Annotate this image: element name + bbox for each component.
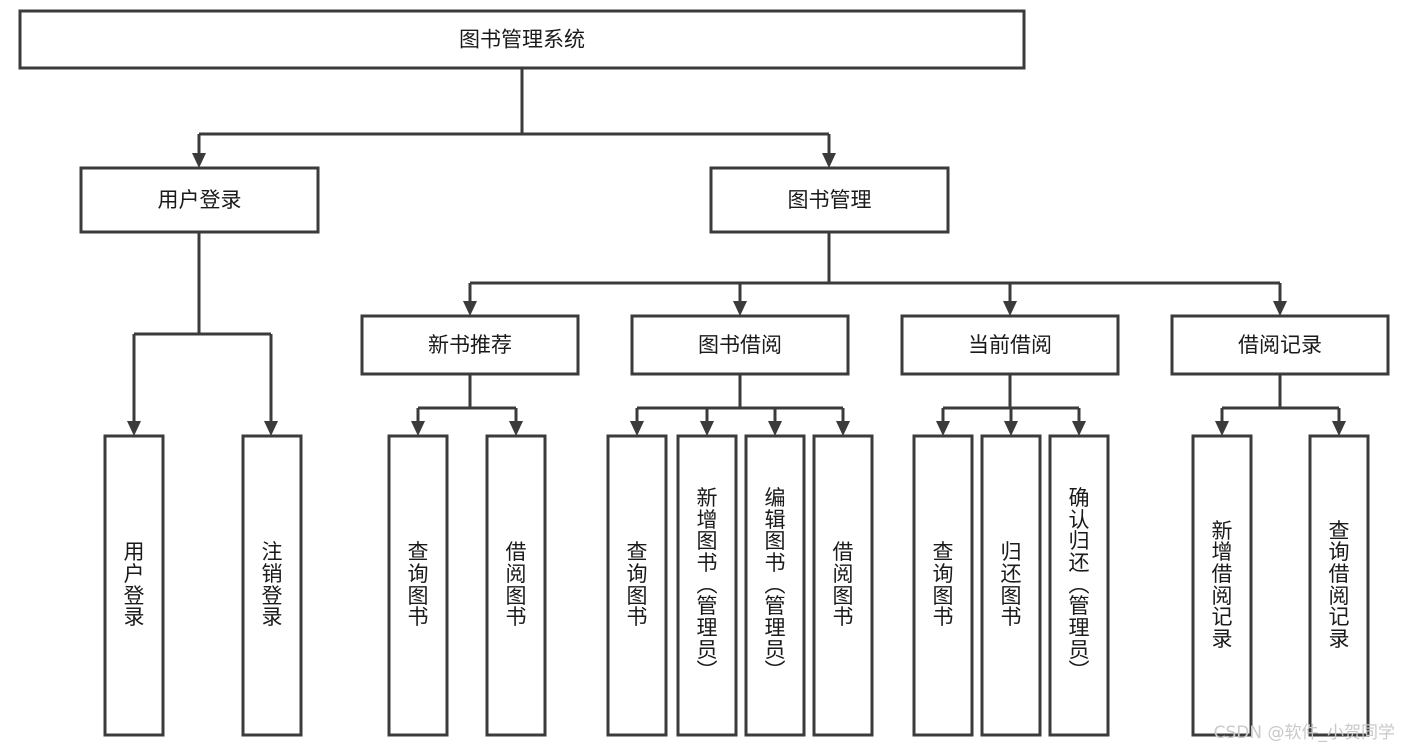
node-current-borrow-label: 当前借阅 [968,333,1052,357]
connector-root-to-user-login-arrowhead-icon [192,153,206,168]
node-root-label: 图书管理系统 [459,28,585,52]
node-borrow-record[interactable] [1170,314,1390,376]
node-leaf-query-book-borrow[interactable] [606,434,668,737]
connector-group-0-leaf-0-arrowhead-icon [411,421,425,436]
connector-layer [127,68,1346,436]
node-box-layer [18,9,1390,737]
node-book-management[interactable] [709,166,950,234]
node-new-book-recommend-label: 新书推荐 [428,333,512,357]
connector-login-leaf-1-arrowhead-icon [264,421,278,436]
node-current-borrow[interactable] [900,314,1120,376]
connector-mgmt-to-borrow-record-arrowhead-icon [1273,301,1287,316]
node-book-borrow[interactable] [630,314,850,376]
node-leaf-borrow-book[interactable] [812,434,874,737]
watermark: CSDN @软件_小贺同学 [1213,723,1395,743]
connector-group-1-leaf-0-arrowhead-icon [630,421,644,436]
node-new-book-recommend[interactable] [360,314,580,376]
connector-login-leaf-0-arrowhead-icon [127,421,141,436]
connector-mgmt-to-new-book-recommend-arrowhead-icon [463,301,477,316]
node-leaf-add-book-admin[interactable] [676,434,738,737]
connector-group-3-leaf-1-arrowhead-icon [1332,421,1346,436]
node-book-borrow-label: 图书借阅 [698,333,782,357]
node-leaf-logout-login[interactable] [241,434,303,737]
connector-group-1-leaf-3-arrowhead-icon [836,421,850,436]
node-borrow-record-label: 借阅记录 [1238,333,1322,357]
connector-group-1-leaf-1-arrowhead-icon [700,421,714,436]
node-leaf-query-book-current[interactable] [912,434,974,737]
connector-group-2-leaf-2-arrowhead-icon [1072,421,1086,436]
node-leaf-borrow-book-rec[interactable] [485,434,547,737]
node-root[interactable] [18,9,1026,70]
connector-group-2-leaf-1-arrowhead-icon [1004,421,1018,436]
node-user-login-label: 用户登录 [158,188,242,212]
node-leaf-query-borrow-record[interactable] [1308,434,1370,737]
connector-group-3-leaf-0-arrowhead-icon [1215,421,1229,436]
node-leaf-confirm-return-admin[interactable] [1048,434,1110,737]
connector-mgmt-to-book-borrow-arrowhead-icon [733,301,747,316]
connector-group-2-leaf-0-arrowhead-icon [936,421,950,436]
node-user-login[interactable] [79,166,320,234]
connector-group-0-leaf-1-arrowhead-icon [509,421,523,436]
node-book-management-label: 图书管理 [788,188,872,212]
node-leaf-return-book[interactable] [980,434,1042,737]
node-leaf-query-book-rec[interactable] [387,434,449,737]
connector-root-to-book-management-arrowhead-icon [822,153,836,168]
node-leaf-add-borrow-record[interactable] [1191,434,1253,737]
connector-group-1-leaf-2-arrowhead-icon [768,421,782,436]
node-leaf-user-login[interactable] [103,434,165,737]
node-leaf-edit-book-admin[interactable] [744,434,806,737]
connector-mgmt-to-current-borrow-arrowhead-icon [1003,301,1017,316]
